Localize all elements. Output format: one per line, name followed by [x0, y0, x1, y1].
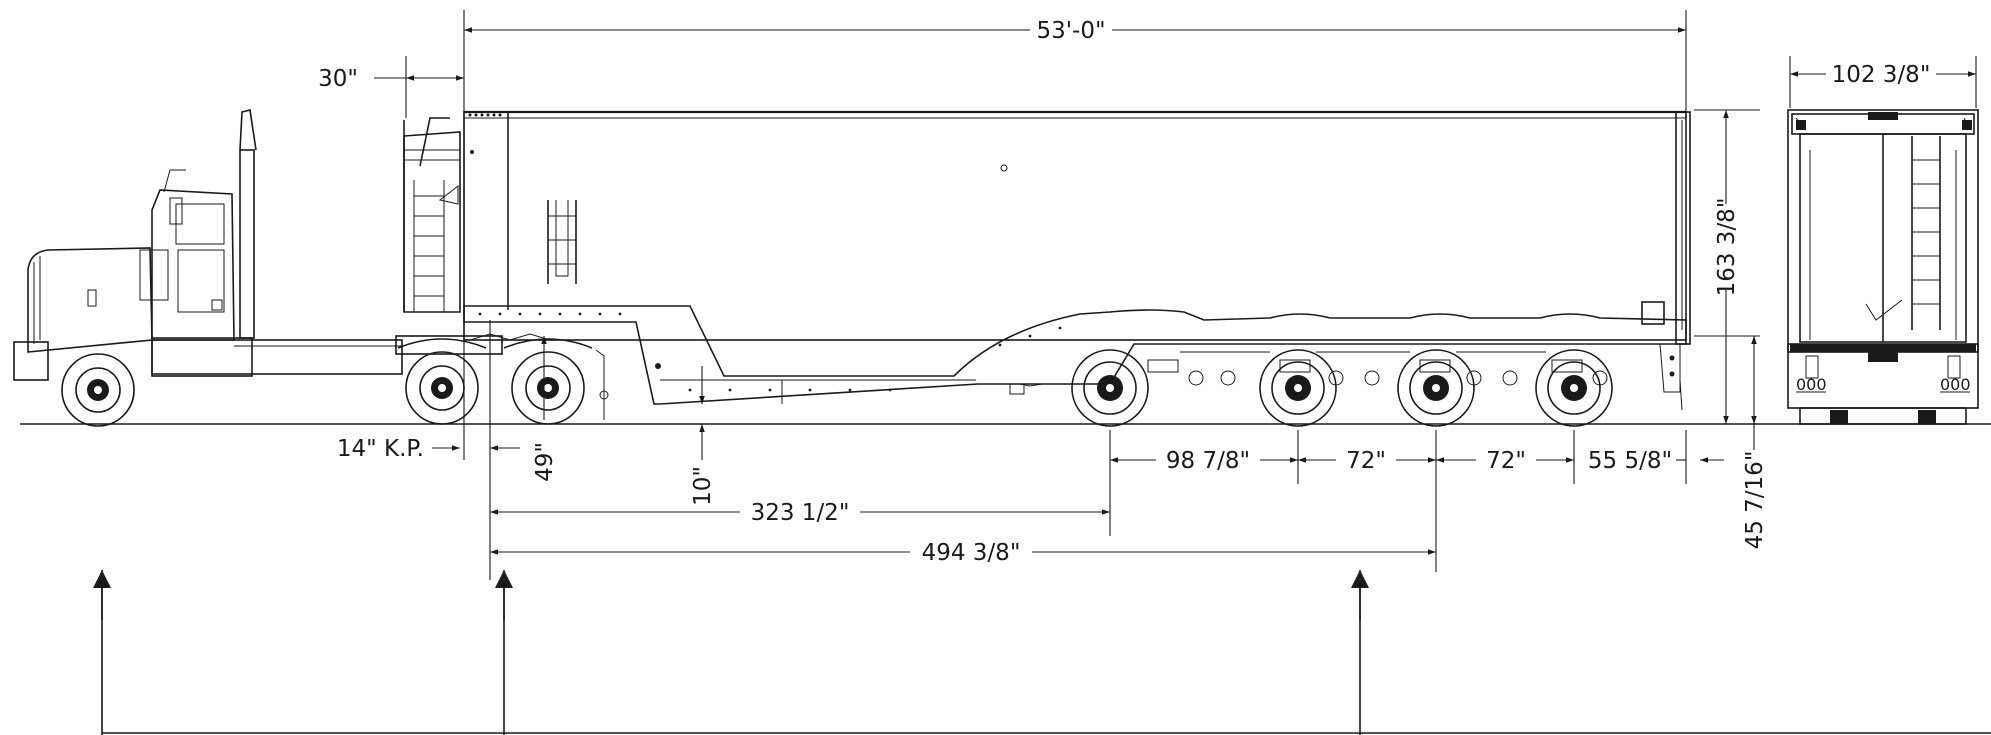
rear-overhang-label: 55 5/8"	[1588, 448, 1672, 474]
trailer-axle-wheel-2	[1259, 349, 1337, 427]
overall-height-label: 163 3/8"	[1714, 198, 1740, 297]
svg-text:000: 000	[1796, 375, 1827, 394]
truck-drive-wheel-1	[405, 351, 479, 425]
truck-front-wheel	[61, 353, 135, 427]
truck-drive-wheel-2	[511, 351, 585, 425]
axle-spread-2-label: 72"	[1346, 448, 1386, 474]
trailer-rear-view: 000 000	[1787, 109, 1979, 425]
overall-length-label: 53'-0"	[1036, 18, 1105, 44]
dimension-lines	[374, 10, 1977, 580]
trailer-axle-wheel-4	[1535, 349, 1613, 427]
axle-reference-bracket	[93, 570, 1991, 735]
front-rivets	[468, 113, 502, 117]
kingpin-to-first-axle-label: 323 1/2"	[751, 500, 850, 526]
front-view-width-label: 102 3/8"	[1832, 62, 1931, 88]
bed-height-label: 45 7/16"	[1742, 451, 1768, 550]
axle-spread-1-label: 98 7/8"	[1166, 448, 1250, 474]
lowboy-frame	[463, 305, 1687, 405]
deck-height-label: 10"	[690, 466, 716, 506]
kingpin-label: 14" K.P.	[337, 436, 424, 462]
svg-text:000: 000	[1940, 375, 1971, 394]
trailer-side-view	[463, 110, 1691, 427]
tractor-truck	[13, 109, 609, 427]
frame-rivets	[478, 312, 1062, 392]
axle-spread-3-label: 72"	[1486, 448, 1526, 474]
ladder-catwalk	[403, 117, 461, 313]
trailer-axle-wheel-1	[1071, 349, 1149, 427]
trailer-axle-wheel-3	[1397, 349, 1475, 427]
kingpin-setback-label: 30"	[318, 66, 358, 92]
fifth-wheel-height-label: 49"	[532, 442, 558, 482]
kingpin-to-third-axle-label: 494 3/8"	[922, 540, 1021, 566]
suspension	[1147, 343, 1683, 411]
